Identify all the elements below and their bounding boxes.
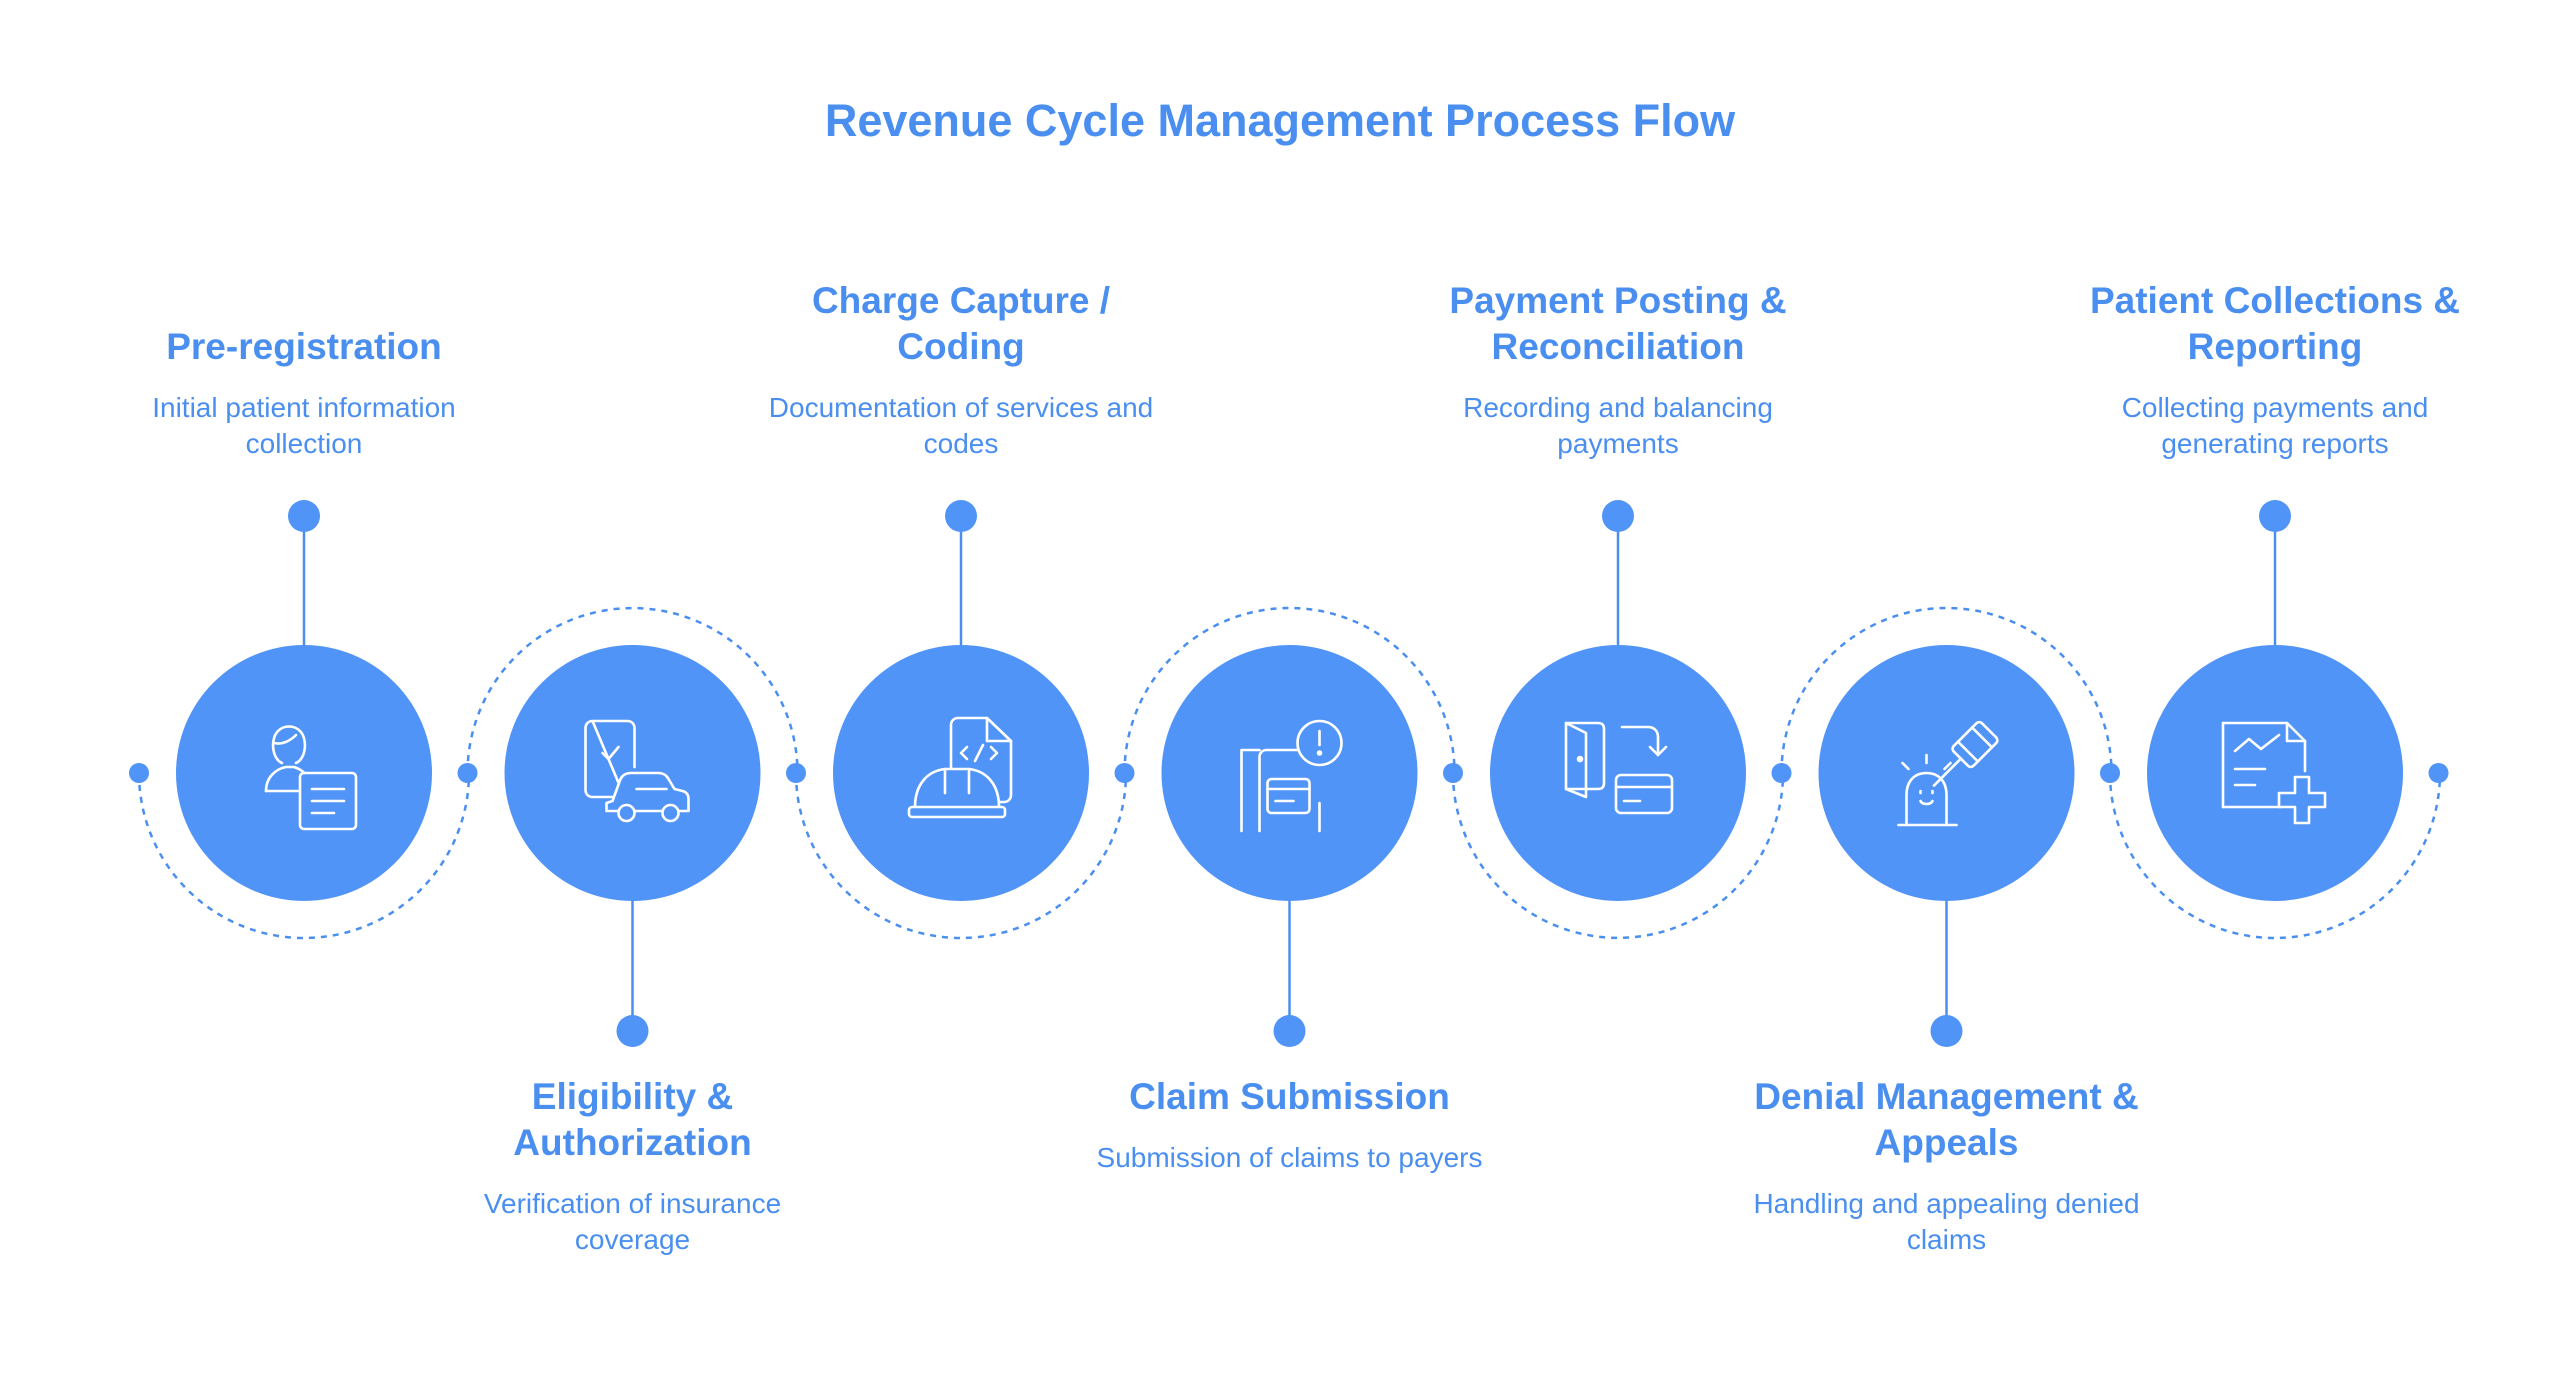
- step-label-3: Charge Capture / Coding Documentation of…: [701, 278, 1221, 462]
- connector-dot: [457, 763, 478, 783]
- step-title: Eligibility & Authorization: [513, 1076, 752, 1163]
- step-anchor-dot: [288, 500, 320, 532]
- connector-dot: [129, 763, 149, 783]
- step-circle: [1161, 645, 1418, 901]
- step-anchor-dot: [1602, 500, 1634, 532]
- connector-dot: [2428, 763, 2449, 783]
- step-title: Pre-registration: [166, 326, 442, 367]
- step-circle: [2147, 645, 2403, 901]
- step-description: Documentation of services and codes: [768, 392, 1154, 459]
- gavel-alarm-icon: [1897, 720, 1999, 827]
- page-title: Revenue Cycle Management Process Flow: [824, 95, 1736, 146]
- step-description: Verification of insurance coverage: [483, 1188, 782, 1255]
- claim-form-alert-icon: [1240, 719, 1343, 833]
- step-description: Recording and balancing payments: [1463, 392, 1773, 459]
- step-title: Charge Capture / Coding: [811, 280, 1111, 367]
- step-anchor-dot: [945, 500, 977, 532]
- step-label-1: Pre-registration Initial patient informa…: [44, 324, 564, 462]
- patient-document-icon: [264, 725, 358, 831]
- step-anchor-dot: [2259, 500, 2291, 532]
- step-title: Patient Collections & Reporting: [2089, 280, 2461, 367]
- connector-dot: [786, 763, 806, 783]
- connector-dot: [1443, 763, 1463, 783]
- step-anchor-dot: [1930, 1015, 1963, 1047]
- step-label-2: Eligibility & Authorization Verification…: [373, 1074, 893, 1258]
- connector-dot: [1771, 763, 1792, 783]
- step-description: Handling and appealing denied claims: [1753, 1188, 2140, 1255]
- step-label-7: Patient Collections & Reporting Collecti…: [2015, 278, 2535, 462]
- wallet-card-transfer-icon: [1564, 721, 1674, 815]
- step-circle: [1490, 645, 1746, 901]
- step-description: Submission of claims to payers: [1096, 1142, 1483, 1173]
- step-title: Payment Posting & Reconciliation: [1449, 280, 1787, 367]
- report-chart-plus-icon: [2221, 721, 2327, 825]
- step-description: Collecting payments and generating repor…: [2121, 392, 2429, 459]
- checklist-car-icon: [584, 719, 690, 823]
- step-label-4: Claim Submission Submission of claims to…: [1030, 1074, 1550, 1176]
- step-label-6: Denial Management & Appeals Handling and…: [1687, 1074, 2207, 1258]
- step-title: Denial Management & Appeals: [1754, 1076, 2139, 1163]
- code-document-hardhat-icon: [907, 716, 1013, 819]
- connector-dot: [1114, 763, 1135, 783]
- step-description: Initial patient information collection: [152, 392, 456, 459]
- step-title: Claim Submission: [1129, 1076, 1450, 1117]
- connector-dot: [2100, 763, 2120, 783]
- step-label-5: Payment Posting & Reconciliation Recordi…: [1358, 278, 1878, 462]
- step-anchor-dot: [616, 1015, 649, 1047]
- step-anchor-dot: [1273, 1015, 1306, 1047]
